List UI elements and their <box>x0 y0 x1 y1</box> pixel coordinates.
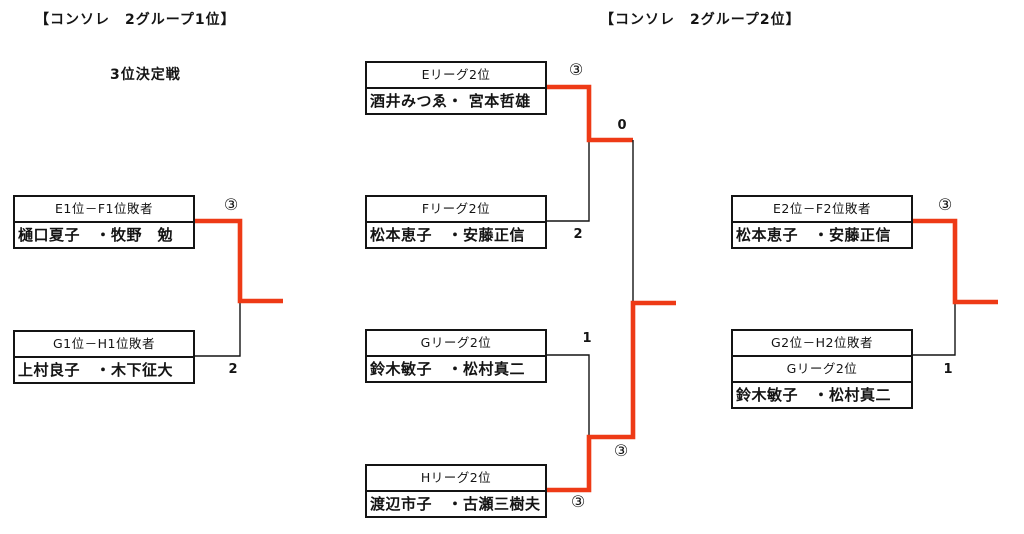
player-names: 松本恵子 ・安藤正信 <box>367 221 545 247</box>
right-group-title: 【コンソレ 2グループ2位】 <box>600 12 801 28</box>
match-header: E1位－F1位敗者 <box>55 201 153 216</box>
match-header: Eリーグ2位 <box>421 67 491 82</box>
right-loser-line <box>913 302 956 356</box>
score-final-bottom: ③ <box>613 441 629 460</box>
score-left-bottom: 2 <box>228 362 238 377</box>
right-winner-line <box>913 218 998 305</box>
match-box-f-league: Fリーグ2位 松本恵子 ・安藤正信 <box>365 195 547 249</box>
score-right-top: ③ <box>937 195 953 214</box>
score-left-top: ③ <box>223 195 239 214</box>
match-box-e-league: Eリーグ2位 酒井みつゑ・ 宮本哲雄 <box>365 61 547 115</box>
score-final-top: 0 <box>617 118 627 133</box>
player-names: 鈴木敏子 ・松村真二 <box>367 355 545 381</box>
match-header: Fリーグ2位 <box>421 201 491 216</box>
third-place-match-title: 3位決定戦 <box>110 67 181 83</box>
match-header: Gリーグ2位 <box>420 335 492 350</box>
middle-final-winner-line <box>546 300 676 493</box>
match-box-right-bottom: G2位－H2位敗者 Gリーグ2位 鈴木敏子 ・松村真二 <box>731 329 913 409</box>
score-right-bottom: 1 <box>943 362 953 377</box>
match-header: G2位－H2位敗者 <box>771 335 873 350</box>
match-box-g-league: Gリーグ2位 鈴木敏子 ・松村真二 <box>365 329 547 383</box>
match-subheader: Gリーグ2位 <box>733 355 911 381</box>
match-box-h-league: Hリーグ2位 渡辺市子 ・古瀬三樹夫 <box>365 464 547 518</box>
middle-sf1-loser-line <box>546 141 590 222</box>
player-names: 樋口夏子 ・牧野 勉 <box>15 221 193 247</box>
player-names: 酒井みつゑ・ 宮本哲雄 <box>367 87 545 113</box>
match-header: Hリーグ2位 <box>420 470 492 485</box>
score-g-semifinal: 1 <box>582 331 592 346</box>
middle-sf2-loser-line <box>546 354 590 436</box>
match-box-left-bottom: G1位－H1位敗者 上村良子 ・木下征大 <box>13 330 195 384</box>
player-names: 鈴木敏子 ・松村真二 <box>733 381 911 407</box>
player-names: 上村良子 ・木下征大 <box>15 356 193 382</box>
match-box-left-top: E1位－F1位敗者 樋口夏子 ・牧野 勉 <box>13 195 195 249</box>
match-header: G1位－H1位敗者 <box>53 336 155 351</box>
left-winner-line <box>195 218 283 304</box>
middle-sf1-winner-line <box>546 84 633 143</box>
left-loser-line <box>195 301 241 357</box>
player-names: 松本恵子 ・安藤正信 <box>733 221 911 247</box>
left-group-title: 【コンソレ 2グループ1位】 <box>35 12 236 28</box>
score-h-semifinal: ③ <box>570 492 586 511</box>
score-f-semifinal: 2 <box>573 227 583 242</box>
player-names: 渡辺市子 ・古瀬三樹夫 <box>367 490 545 516</box>
match-header: E2位－F2位敗者 <box>773 201 871 216</box>
match-box-right-top: E2位－F2位敗者 松本恵子 ・安藤正信 <box>731 195 913 249</box>
score-e-semifinal: ③ <box>568 60 584 79</box>
